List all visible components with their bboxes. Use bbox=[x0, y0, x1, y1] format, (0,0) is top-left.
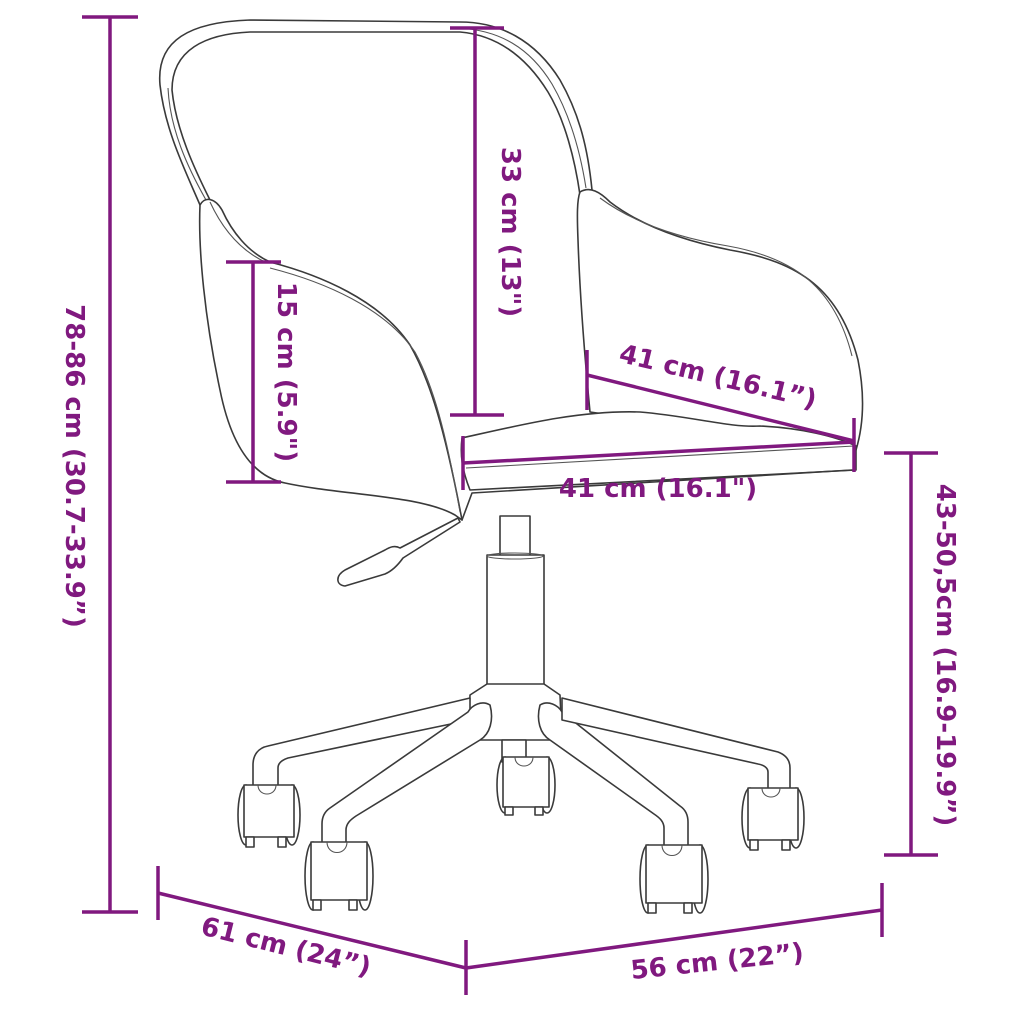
chair-illustration bbox=[158, 19, 864, 914]
caster-far-left bbox=[237, 784, 301, 848]
dim-seat-width: 41 cm (16.1") bbox=[461, 436, 855, 504]
left-armrest bbox=[198, 198, 463, 521]
armrest-height-label: 15 cm (5.9") bbox=[271, 282, 301, 462]
base-width-label: 56 cm (22”) bbox=[629, 938, 805, 986]
caster-far-right bbox=[741, 787, 805, 851]
right-armrest bbox=[576, 188, 864, 451]
height-lever bbox=[337, 517, 461, 587]
gas-lift-upper bbox=[499, 515, 531, 557]
dimension-lines: 78-86 cm (30.7-33.9”) 33 cm (13") 15 cm … bbox=[59, 15, 960, 995]
seat-width-label: 41 cm (16.1") bbox=[559, 474, 757, 504]
dim-seat-height: 43-50,5cm (16.9-19.9”) bbox=[884, 451, 960, 857]
backrest-shell bbox=[158, 19, 593, 206]
seat-height-label: 43-50,5cm (16.9-19.9”) bbox=[930, 484, 960, 827]
caster-front-right bbox=[639, 844, 709, 914]
caster-front-left bbox=[304, 841, 374, 911]
casters bbox=[237, 756, 805, 914]
caster-center bbox=[496, 756, 556, 816]
dim-backrest-height: 33 cm (13") bbox=[450, 26, 525, 417]
dim-total-height: 78-86 cm (30.7-33.9”) bbox=[59, 15, 138, 914]
backrest-height-label: 33 cm (13") bbox=[495, 147, 525, 317]
base-depth-label: 61 cm (24”) bbox=[198, 912, 374, 983]
gas-lift-cylinder bbox=[486, 554, 545, 686]
dim-armrest-height: 15 cm (5.9") bbox=[226, 260, 301, 484]
total-height-label: 78-86 cm (30.7-33.9”) bbox=[59, 304, 89, 628]
